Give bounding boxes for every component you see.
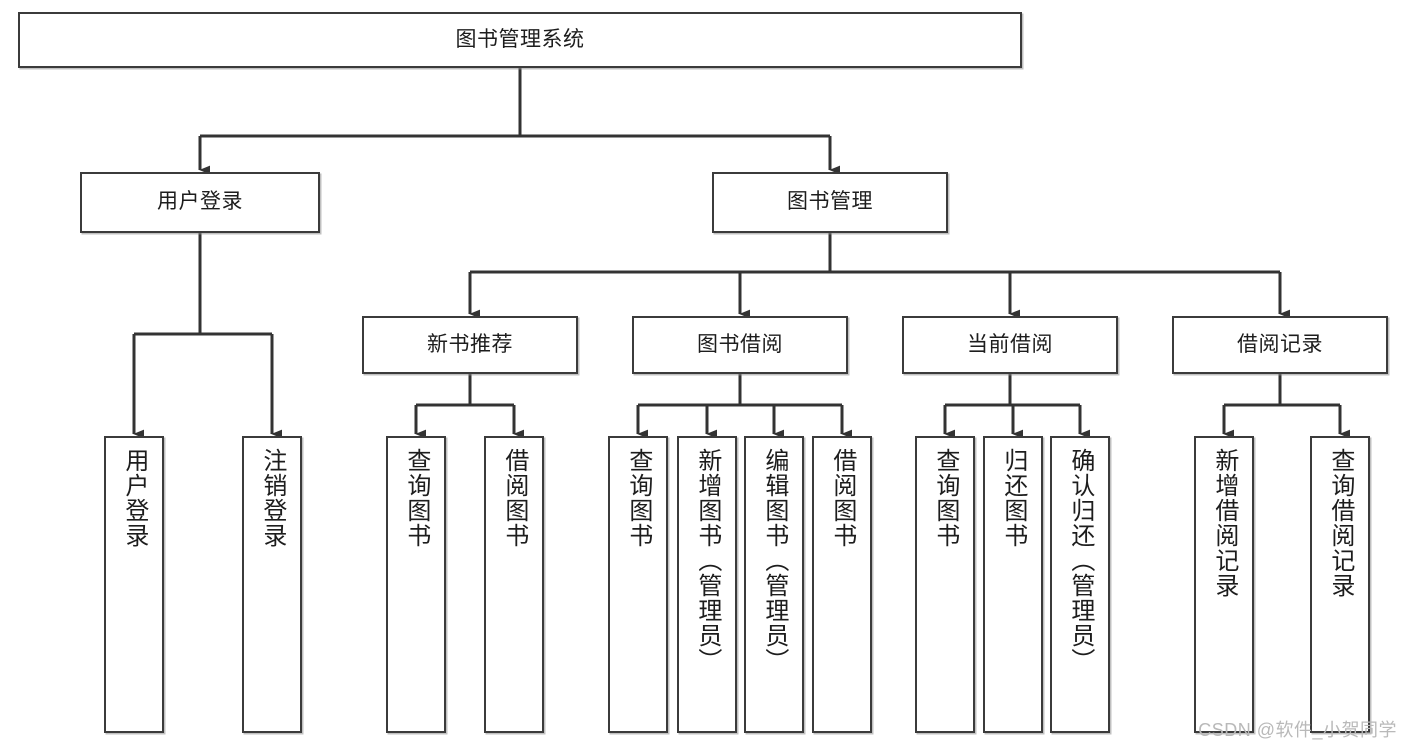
node-leaf-return-book[interactable]: 归还图书: [983, 436, 1043, 733]
node-leaf-query-book-cb[interactable]: 查询图书: [915, 436, 975, 733]
node-new-book-recommend-label: 新书推荐: [427, 332, 513, 356]
node-current-borrow[interactable]: 当前借阅: [902, 316, 1118, 374]
node-leaf-add-book-label: 新增图书（管理员）: [693, 448, 721, 673]
node-leaf-logout[interactable]: 注销登录: [242, 436, 302, 733]
node-leaf-query-record-label: 查询借阅记录: [1326, 448, 1354, 598]
node-leaf-user-login[interactable]: 用户登录: [104, 436, 164, 733]
node-leaf-query-book-bb[interactable]: 查询图书: [608, 436, 668, 733]
node-leaf-return-book-label: 归还图书: [999, 448, 1027, 548]
node-current-borrow-label: 当前借阅: [967, 332, 1053, 356]
node-leaf-borrow-book-bb-label: 借阅图书: [828, 448, 856, 548]
node-leaf-borrow-book-nbr-label: 借阅图书: [500, 448, 528, 548]
node-book-borrow-label: 图书借阅: [697, 332, 783, 356]
node-user-login-label: 用户登录: [157, 190, 243, 214]
node-new-book-recommend[interactable]: 新书推荐: [362, 316, 578, 374]
node-borrow-record-label: 借阅记录: [1237, 332, 1323, 356]
node-leaf-query-book-bb-label: 查询图书: [624, 448, 652, 548]
node-leaf-add-record-label: 新增借阅记录: [1210, 448, 1238, 598]
node-leaf-edit-book-label: 编辑图书（管理员）: [760, 448, 788, 673]
node-leaf-borrow-book-bb[interactable]: 借阅图书: [812, 436, 872, 733]
node-borrow-record[interactable]: 借阅记录: [1172, 316, 1388, 374]
node-leaf-user-login-label: 用户登录: [120, 448, 148, 548]
node-leaf-logout-label: 注销登录: [258, 448, 286, 548]
node-root-label: 图书管理系统: [455, 27, 585, 51]
node-leaf-query-book-nbr-label: 查询图书: [402, 448, 430, 548]
node-leaf-query-book-cb-label: 查询图书: [931, 448, 959, 548]
node-book-manage-label: 图书管理: [787, 190, 873, 214]
node-leaf-add-record[interactable]: 新增借阅记录: [1194, 436, 1254, 733]
node-leaf-add-book[interactable]: 新增图书（管理员）: [677, 436, 737, 733]
node-leaf-query-book-nbr[interactable]: 查询图书: [386, 436, 446, 733]
node-book-borrow[interactable]: 图书借阅: [632, 316, 848, 374]
node-leaf-borrow-book-nbr[interactable]: 借阅图书: [484, 436, 544, 733]
node-leaf-query-record[interactable]: 查询借阅记录: [1310, 436, 1370, 733]
node-leaf-edit-book[interactable]: 编辑图书（管理员）: [744, 436, 804, 733]
node-user-login[interactable]: 用户登录: [80, 172, 320, 233]
node-root[interactable]: 图书管理系统: [18, 12, 1022, 68]
node-book-manage[interactable]: 图书管理: [712, 172, 948, 233]
node-leaf-confirm-return[interactable]: 确认归还（管理员）: [1050, 436, 1110, 733]
node-leaf-confirm-return-label: 确认归还（管理员）: [1066, 448, 1094, 673]
